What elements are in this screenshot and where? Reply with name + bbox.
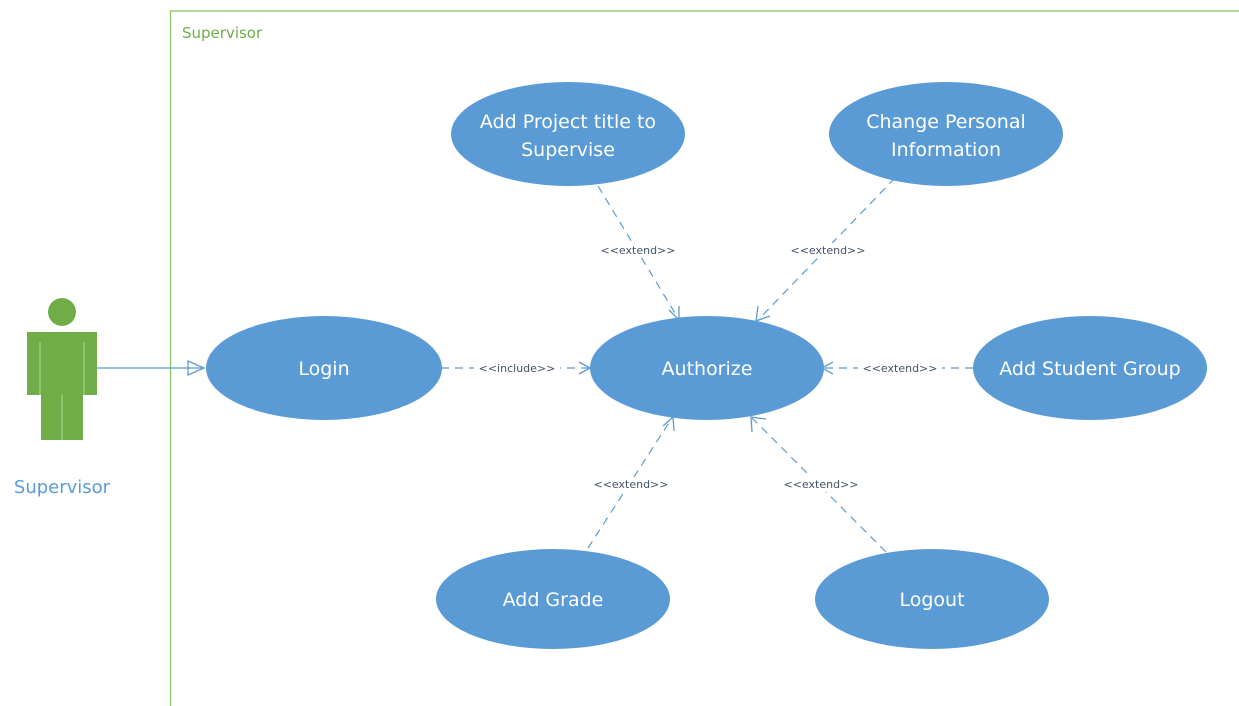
extend-line-logout [751, 417, 887, 553]
usecase-label: Add Grade [503, 589, 604, 611]
usecase-label-line1: Change Personal [866, 111, 1026, 133]
extend-arrowhead-logout [750, 416, 767, 433]
usecase-add-grade[interactable]: Add Grade [436, 549, 670, 649]
usecase-label: Login [298, 358, 349, 380]
actor-head [48, 298, 76, 326]
usecase-label: Logout [899, 589, 964, 611]
actor-name: Supervisor [14, 477, 111, 498]
extend-label-bg-3 [858, 361, 942, 376]
extend-label-bg-5 [779, 477, 863, 492]
include-label-bg [474, 361, 560, 376]
usecase-ellipse [206, 316, 442, 420]
extend-label-grade: <<extend>> [594, 478, 669, 491]
usecase-ellipse [815, 549, 1049, 649]
extend-label-personal-info: <<extend>> [791, 244, 866, 257]
actor-body [27, 332, 97, 395]
extend-arrowhead-personal-info [755, 305, 771, 322]
usecase-add-project-title[interactable]: Add Project title to Supervise [451, 82, 685, 186]
include-label: <<include>> [479, 362, 556, 375]
extend-label-student-group: <<extend>> [863, 362, 938, 375]
usecase-ellipse [829, 82, 1063, 186]
association-arrowhead [187, 360, 206, 376]
extend-label-logout: <<extend>> [784, 478, 859, 491]
usecase-ellipse [451, 82, 685, 186]
system-boundary [169, 10, 1239, 706]
usecase-label: Add Student Group [999, 358, 1181, 380]
usecase-add-student-group[interactable]: Add Student Group [973, 316, 1207, 420]
usecase-ellipse [590, 316, 824, 420]
usecase-ellipse [436, 549, 670, 649]
usecase-label-line1: Add Project title to [480, 111, 656, 133]
usecase-change-personal-information[interactable]: Change Personal Information [829, 82, 1063, 186]
usecase-logout[interactable]: Logout [815, 549, 1049, 649]
usecase-label-line2: Information [891, 139, 1001, 161]
usecase-label-line2: Supervise [521, 139, 615, 161]
extend-label-bg-2 [786, 243, 870, 258]
usecase-ellipse [973, 316, 1207, 420]
usecase-label: Authorize [662, 358, 753, 380]
extend-label-bg-4 [589, 477, 673, 492]
actor-figure [27, 298, 97, 440]
extend-label-bg-1 [596, 243, 680, 258]
usecase-authorize[interactable]: Authorize [590, 316, 824, 420]
extend-label-project-title: <<extend>> [601, 244, 676, 257]
system-boundary-label: Supervisor [182, 24, 263, 42]
usecase-login[interactable]: Login [206, 316, 442, 420]
